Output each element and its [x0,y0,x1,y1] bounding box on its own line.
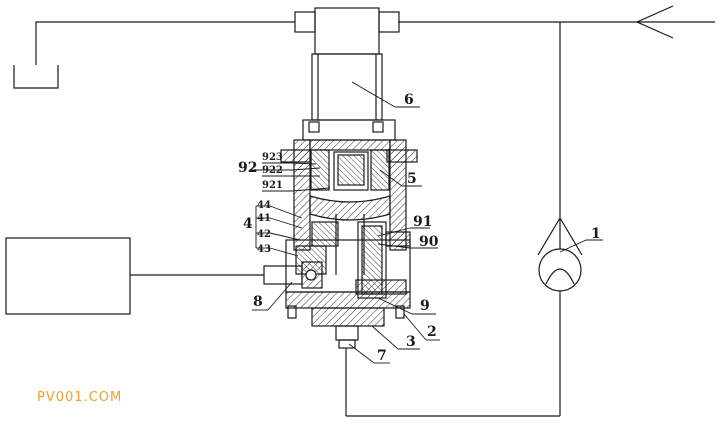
left-controller-box [5,237,131,315]
label-3: 3 [406,334,416,350]
diaphragm [309,195,391,275]
label-44: 44 [257,200,271,211]
inlet-fitting [263,261,323,289]
label-2: 2 [427,324,437,340]
label-91: 91 [413,214,432,230]
label-43: 43 [257,244,271,255]
watermark: PV001.COM [37,390,122,405]
tank-symbol [13,65,59,89]
label-6: 6 [404,92,414,108]
label-5: 5 [407,171,417,187]
label-90: 90 [419,234,439,250]
valve-body [285,221,411,309]
label-7: 7 [377,348,387,364]
label-8: 8 [253,294,263,310]
valve-cap [280,139,418,251]
leader-lines [250,81,603,364]
label-922: 922 [262,165,283,176]
actuator-body [294,7,400,141]
label-41: 41 [257,213,271,224]
label-923: 923 [262,152,283,163]
part-labels: 6 5 1 9 2 3 7 8 91 90 92 923 922 921 4 4… [238,92,601,364]
top-pipeline [13,5,715,89]
label-9: 9 [420,298,430,314]
label-4: 4 [243,216,253,232]
label-92: 92 [238,160,257,176]
pump-icon [537,216,583,292]
valve-base [287,305,405,349]
label-921: 921 [262,180,283,191]
label-42: 42 [257,229,271,240]
label-1: 1 [591,226,601,242]
